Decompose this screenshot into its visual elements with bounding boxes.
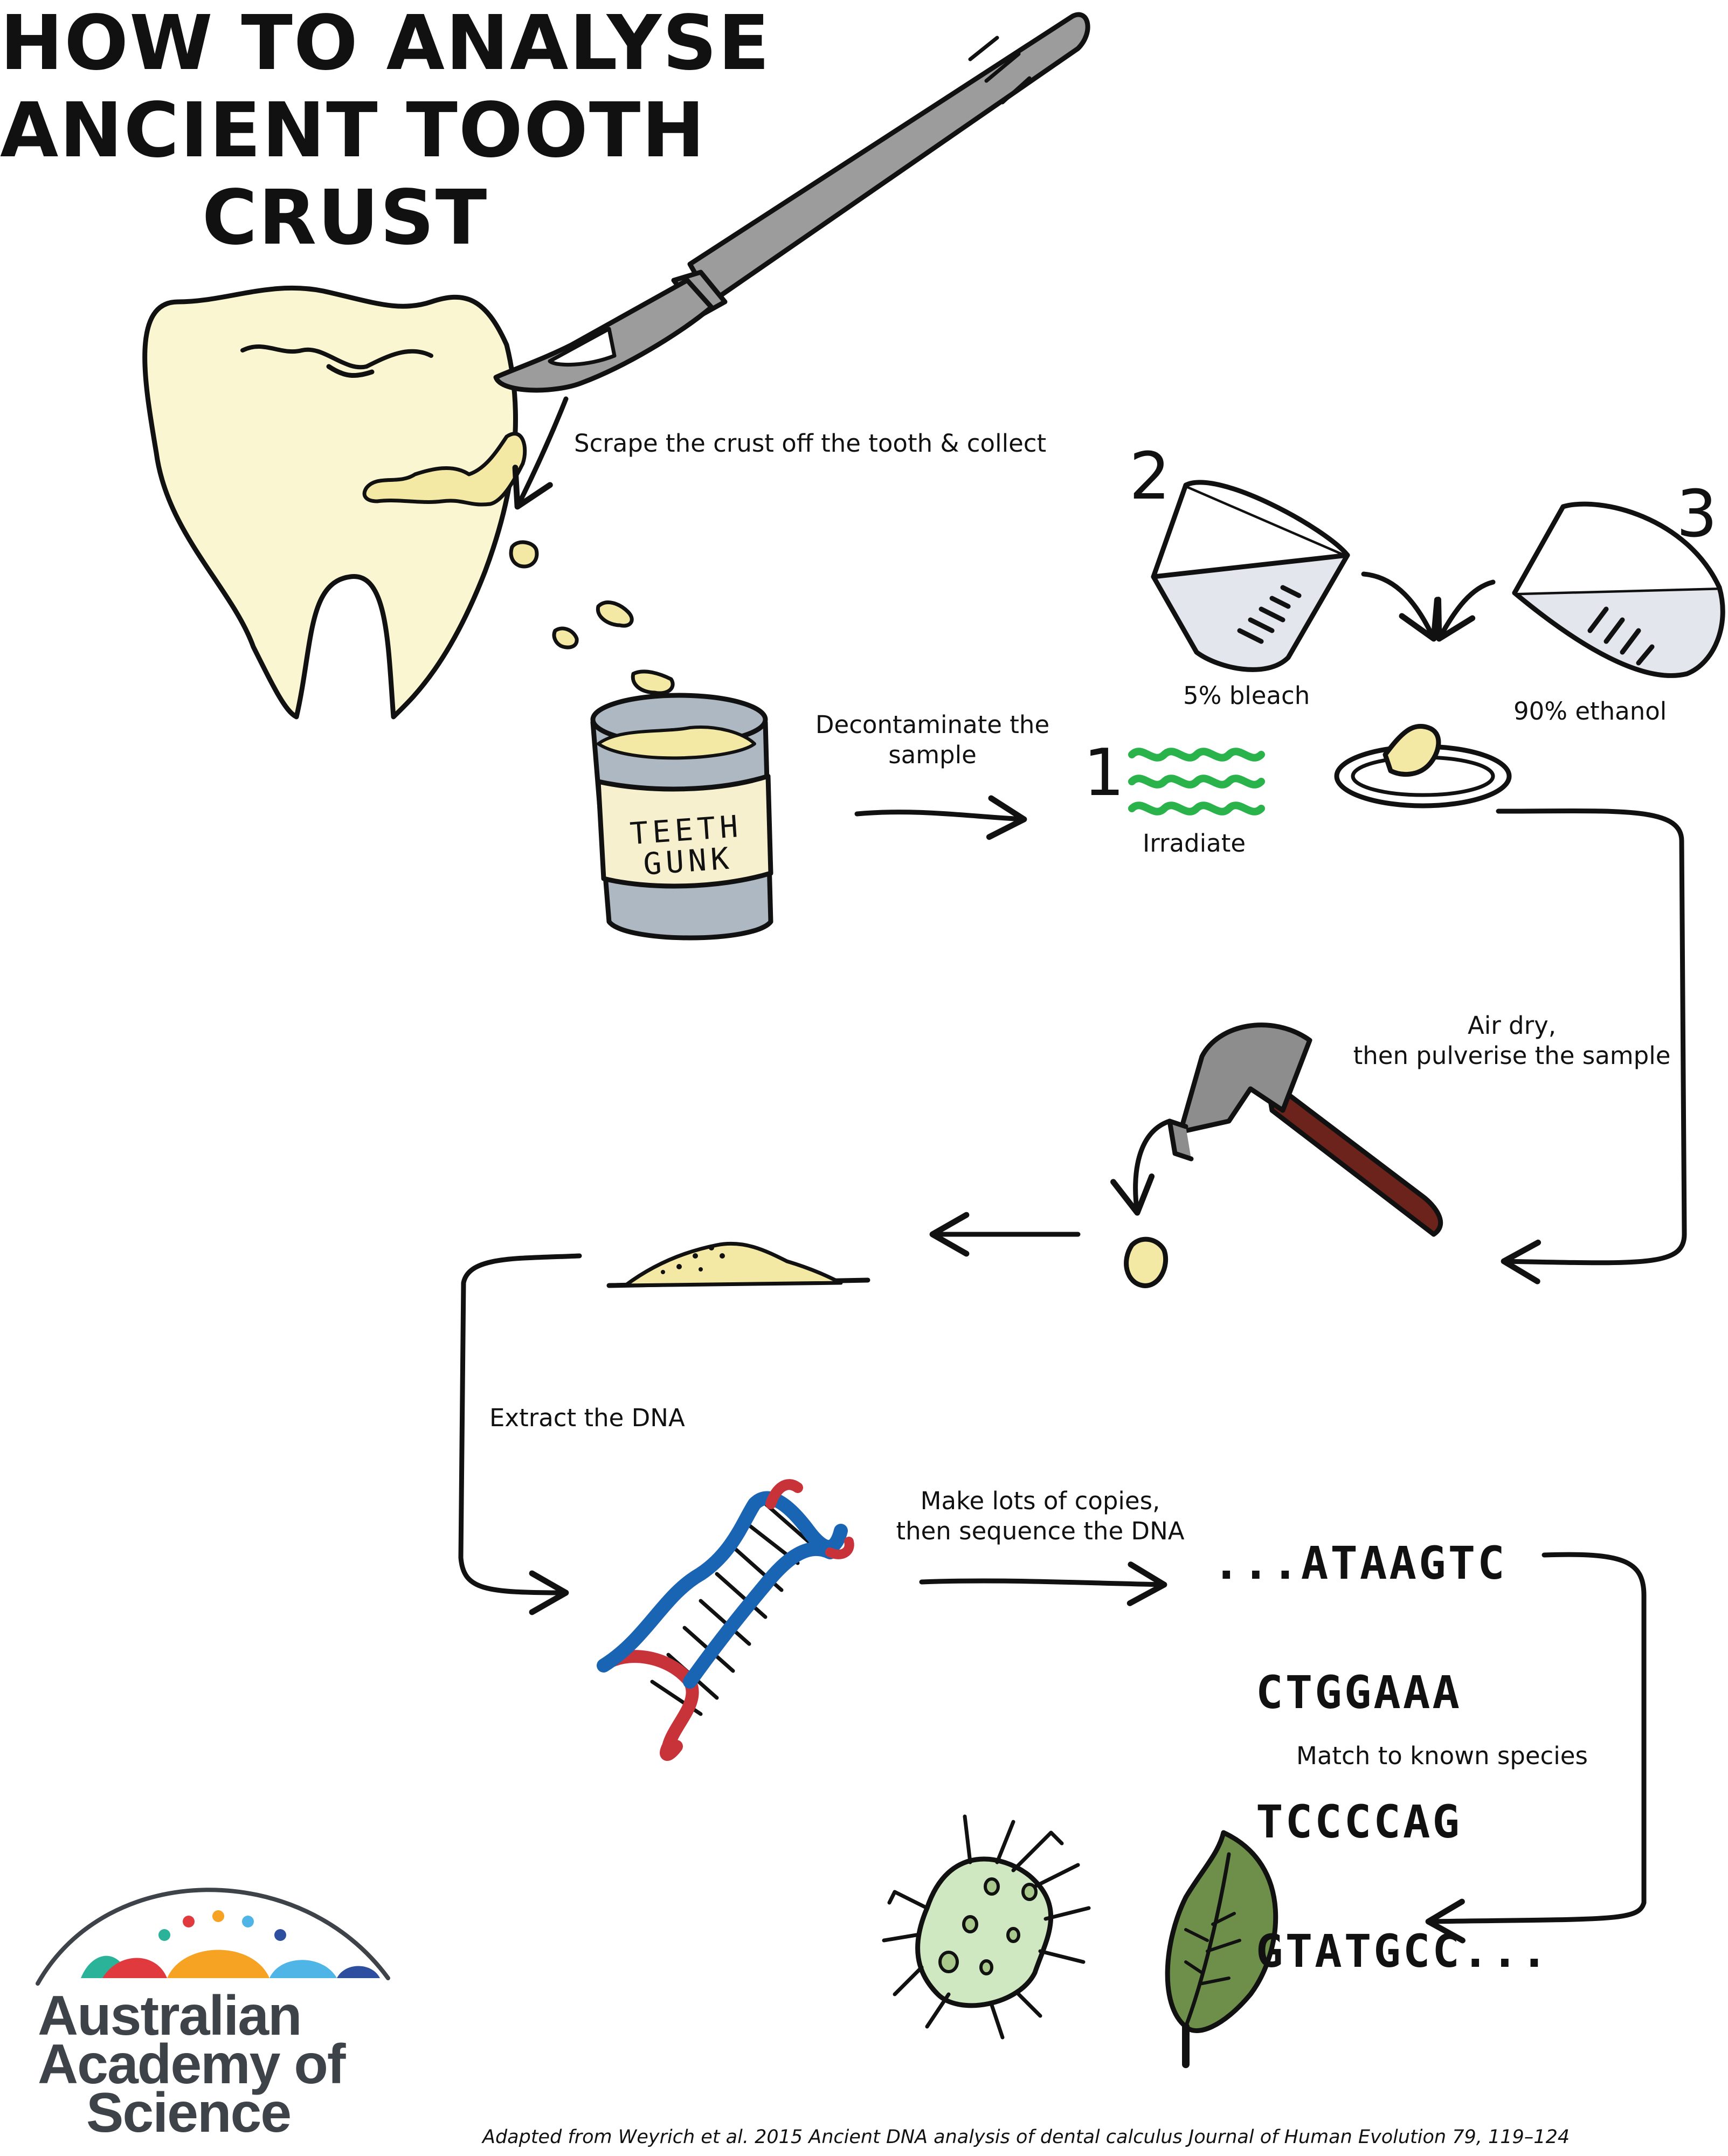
hammer-illustration: [1167, 1022, 1443, 1237]
logo-line-1: Australian: [38, 1985, 302, 2047]
dna-sequence-line-3: TCCCCAG: [1256, 1795, 1462, 1848]
connector-left: [458, 1253, 582, 1615]
tooth-illustration: [142, 285, 518, 720]
decontaminate-line-1: Decontaminate the: [815, 710, 1050, 739]
ethanol-arrow: [1435, 579, 1496, 642]
leaf-illustration: [1165, 1830, 1278, 2068]
dna-sequence-line-4: GTATGCC...: [1256, 1925, 1550, 1978]
academy-logo-text: Australian Academy of Science: [38, 1985, 346, 2144]
title-line-2: ANCIENT TOOTH: [0, 87, 706, 175]
step-number-1: 1: [1083, 736, 1125, 811]
logo-line-3: Science: [86, 2082, 292, 2144]
decontaminate-arrow: [854, 795, 1027, 840]
airdry-label: Air dry, then pulverise the sample: [1331, 1011, 1692, 1071]
sequence-arrow: [919, 1561, 1167, 1606]
tooth-crust: [362, 432, 527, 507]
beaker-bleach: [1151, 480, 1350, 672]
scrape-arrow: [512, 396, 569, 510]
copies-line-1: Make lots of copies,: [920, 1487, 1160, 1515]
crust-crumbs: [509, 540, 675, 695]
bacterium-illustration: [882, 1814, 1091, 2040]
scrape-label: Scrape the crust off the tooth & collect: [574, 429, 1047, 458]
beaker-ethanol: [1512, 501, 1725, 678]
match-label: Match to known species: [1296, 1742, 1588, 1770]
academy-logo-mark: [36, 1888, 390, 1986]
dna-sequence-line-2: CTGGAAA: [1256, 1666, 1462, 1719]
airdry-line-1: Air dry,: [1467, 1011, 1557, 1040]
page-title: HOW TO ANALYSE ANCIENT TOOTH CRUST: [0, 0, 771, 262]
title-line-1: HOW TO ANALYSE: [0, 0, 771, 87]
petri-dish: [1334, 723, 1512, 808]
dna-sequence: ...ATAAGTC CTGGAAA TCCCCAG GTATGCC...: [1213, 1455, 1550, 2016]
pulverise-arrow: [1110, 1118, 1172, 1216]
title-line-3: CRUST: [202, 174, 488, 262]
dna-helix-illustration: [597, 1479, 854, 1761]
logo-line-2: Academy of: [38, 2033, 346, 2096]
irradiate-label: Irradiate: [1143, 829, 1246, 858]
bleach-label: 5% bleach: [1183, 681, 1310, 710]
step-number-3: 3: [1676, 477, 1718, 552]
sample-crumb: [1124, 1236, 1169, 1288]
airdry-line-2: then pulverise the sample: [1353, 1041, 1671, 1070]
copies-label: Make lots of copies, then sequence the D…: [895, 1486, 1186, 1546]
scalpel-illustration: [493, 12, 1090, 393]
jar-label-line-2: GUNK: [642, 841, 735, 882]
ethanol-label: 90% ethanol: [1513, 697, 1667, 725]
connector-right: [1496, 808, 1687, 1284]
source-credit: Adapted from Weyrich et al. 2015 Ancient…: [482, 2126, 1570, 2148]
powder-pile: [606, 1241, 870, 1288]
dna-sequence-line-1: ...ATAAGTC: [1213, 1537, 1507, 1590]
extract-label: Extract the DNA: [489, 1404, 685, 1432]
decontaminate-line-2: sample: [888, 741, 977, 769]
bleach-arrow: [1361, 571, 1440, 642]
connector-species: [1425, 1552, 1647, 1944]
step-number-2: 2: [1129, 439, 1171, 514]
jar-illustration: [590, 693, 773, 941]
copies-line-2: then sequence the DNA: [896, 1517, 1185, 1545]
irradiate-waves: [1128, 748, 1265, 816]
jar-label: TEETH GUNK: [623, 809, 751, 882]
decontaminate-label: Decontaminate the sample: [808, 710, 1056, 770]
